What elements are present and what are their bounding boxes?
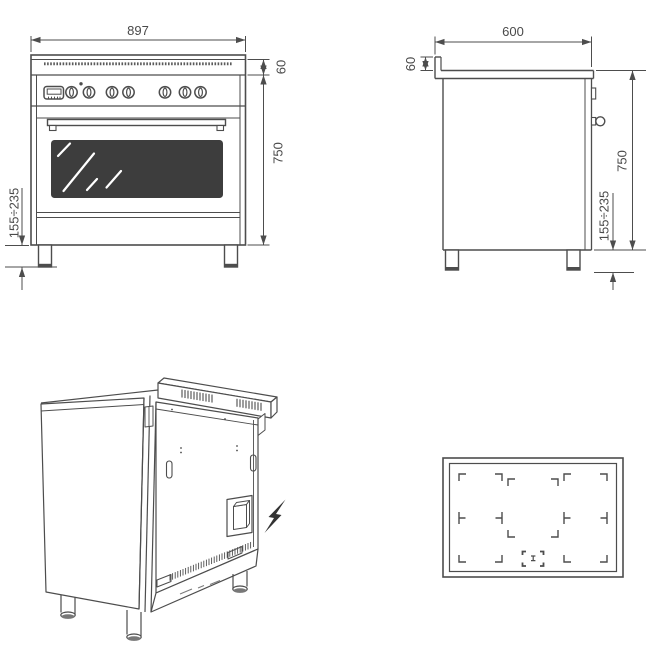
front-width-label: 897 bbox=[127, 23, 149, 38]
glass-reflections bbox=[56, 142, 123, 193]
side-depth-label: 600 bbox=[502, 24, 524, 39]
rear-vent-strip bbox=[157, 377, 278, 436]
hob-zone-left-flex bbox=[458, 473, 503, 563]
control-knob bbox=[82, 85, 96, 99]
control-knob bbox=[194, 85, 207, 99]
rear-corner-edges bbox=[138, 395, 157, 613]
side-upstand-dimension: 60 bbox=[403, 56, 433, 71]
side-depth-dimension: 600 bbox=[434, 24, 592, 67]
indicator-light bbox=[79, 82, 83, 86]
oven-door-glass bbox=[51, 140, 223, 198]
front-legs bbox=[37, 244, 239, 268]
control-knob bbox=[158, 85, 172, 99]
control-knob bbox=[122, 85, 135, 99]
vent-slot-right bbox=[227, 546, 243, 560]
hob-zone-right-flex bbox=[563, 473, 608, 563]
door-handle-end bbox=[595, 116, 606, 127]
control-knob bbox=[105, 85, 119, 99]
control-knob bbox=[65, 85, 78, 99]
vent-strip-bracket bbox=[257, 413, 266, 436]
control-knob-row bbox=[65, 85, 207, 99]
handle-bracket bbox=[590, 87, 597, 100]
back-panel bbox=[155, 401, 259, 594]
rear-isometric-view bbox=[40, 377, 286, 641]
handle-stem bbox=[590, 116, 597, 126]
vent-slot-left bbox=[156, 574, 172, 588]
screw-holes bbox=[180, 445, 238, 454]
side-leg-label: 155÷235 bbox=[597, 191, 612, 242]
front-view-diagram: 897 60 750 155÷235 bbox=[5, 23, 289, 290]
front-height-label: 750 bbox=[271, 142, 286, 164]
junction-box bbox=[226, 494, 253, 538]
hob-control-area bbox=[521, 550, 545, 567]
side-height-dimension: 750 bbox=[594, 70, 646, 251]
handle-slot-left bbox=[165, 460, 173, 479]
hob-top-view bbox=[442, 457, 624, 578]
handle-slot-right bbox=[249, 454, 257, 472]
rear-plinth bbox=[150, 548, 259, 613]
vent-slots bbox=[181, 389, 262, 411]
front-top-dimension: 60 bbox=[247, 59, 289, 76]
rear-legs bbox=[60, 571, 248, 641]
lightning-bolt-icon bbox=[264, 499, 286, 533]
left-side-panel bbox=[40, 389, 159, 610]
front-width-dimension: 897 bbox=[30, 23, 246, 52]
side-view-diagram: 600 60 750 155÷235 bbox=[403, 24, 646, 290]
hob-inner-frame bbox=[448, 462, 618, 573]
front-top-label: 60 bbox=[274, 60, 289, 74]
front-leg-dimension: 155÷235 bbox=[5, 188, 57, 290]
oven-programmer-display bbox=[43, 85, 65, 100]
side-leg-dimension: 155÷235 bbox=[594, 191, 634, 290]
side-upstand-label: 60 bbox=[403, 57, 418, 71]
cooker-body-side bbox=[434, 56, 606, 271]
front-leg-label: 155÷235 bbox=[7, 188, 22, 239]
oven-door-handle bbox=[46, 118, 227, 132]
control-knob bbox=[178, 85, 192, 99]
hob-zone-center bbox=[507, 478, 559, 538]
side-height-label: 750 bbox=[615, 150, 630, 172]
front-height-dimension: 750 bbox=[247, 75, 286, 246]
